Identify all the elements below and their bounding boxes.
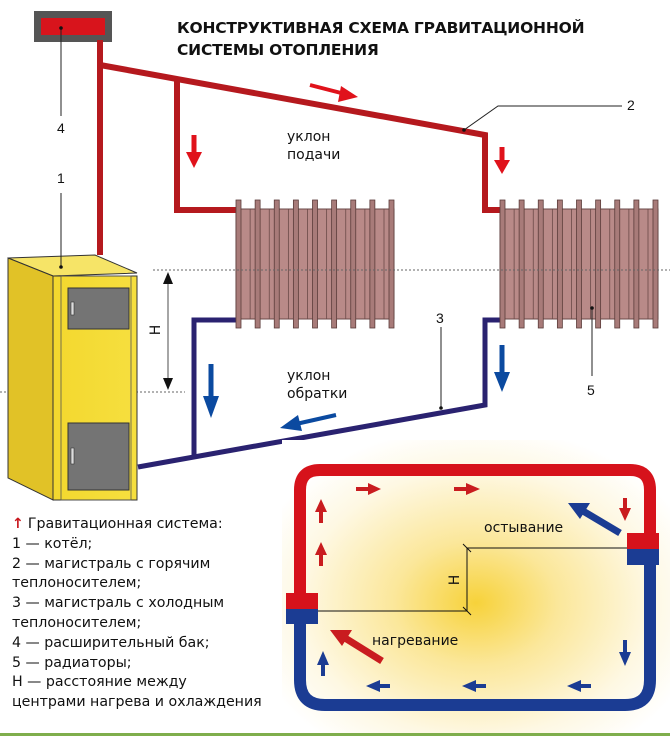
legend-item: центрами нагрева и охлаждения [12, 694, 262, 711]
legend-item: 3 — магистраль с холодным [12, 595, 225, 612]
expansion-tank [34, 11, 112, 42]
heating-label: нагревание [372, 633, 458, 649]
radiator-fin [652, 199, 659, 329]
callout-1: 1 [57, 170, 65, 186]
callout-2: 2 [627, 97, 635, 113]
arrow-up-icon [315, 542, 327, 566]
arrow-right-icon [356, 483, 381, 495]
radiator-fin [537, 199, 544, 329]
radiator-fin [312, 199, 318, 329]
hot-supply-pipe [97, 40, 500, 255]
radiator-fin [614, 199, 621, 329]
legend-header: ↑Гравитационная система: [12, 515, 292, 535]
arrow-down-icon [203, 364, 219, 418]
callout-3: 3 [436, 310, 444, 326]
return-slope-label-line-1: уклон [287, 368, 330, 384]
arrow-down-icon [619, 640, 631, 666]
arrow-down-icon [163, 378, 173, 390]
legend-item: 4 — расширительный бак; [12, 634, 210, 651]
radiator-fin [499, 199, 506, 329]
diagram-title-line-1: КОНСТРУКТИВНАЯ СХЕМА ГРАВИТАЦИОННОЙ [177, 18, 584, 37]
radiator-fin [292, 199, 299, 329]
radiator-fin [254, 199, 261, 329]
arrow-right-icon [309, 83, 358, 102]
radiator-fin [350, 199, 357, 329]
inset-height-measure [318, 543, 627, 616]
supply-flow-arrows [186, 83, 510, 174]
diagram-title-line-2: СИСТЕМЫ ОТОПЛЕНИЯ [177, 41, 379, 59]
bottom-divider [0, 733, 670, 736]
height-label: H [148, 325, 164, 336]
boiler-upper-door [67, 287, 130, 330]
legend-header-text: Гравитационная система: [27, 516, 223, 532]
heating-element [286, 593, 318, 624]
radiator-fin [576, 199, 582, 329]
legend-item: H — расстояние между [12, 674, 187, 691]
legend-item: теплоносителем; [12, 614, 142, 631]
arrow-left-icon [567, 680, 591, 692]
legend-item: теплоносителем; [12, 575, 142, 592]
radiator-fin [518, 199, 525, 329]
hot-loop-pipe [294, 464, 656, 605]
cooling-arrow-icon [568, 503, 622, 537]
cold-return-pipe [137, 317, 500, 470]
return-flow-arrows [203, 345, 510, 431]
supply-slope-label-line-2: подачи [287, 147, 340, 163]
heating-arrow-icon [330, 630, 384, 664]
arrow-up-icon: ↑ [12, 516, 24, 532]
radiator-fin [388, 199, 395, 329]
callout-5: 5 [587, 382, 595, 398]
legend-item: 1 — котёл; [12, 535, 93, 552]
radiator-fin [595, 199, 602, 329]
arrow-left-icon [462, 680, 486, 692]
radiator-fin [273, 199, 280, 329]
callouts [59, 26, 622, 410]
arrow-down-icon [494, 147, 510, 174]
radiator-fin [556, 199, 563, 329]
cooling-element [627, 533, 659, 565]
cooling-label: остывание [484, 520, 563, 536]
arrow-left-icon [280, 413, 337, 431]
cold-loop-pipe [294, 560, 656, 711]
boiler [7, 254, 138, 501]
return-slope-label-line-2: обратки [287, 386, 347, 402]
legend-item: 2 — магистраль с горячим [12, 555, 211, 572]
radiator-fin [331, 199, 338, 329]
radiator-fin [369, 199, 376, 329]
arrow-right-icon [454, 483, 480, 495]
radiator-fin [235, 199, 242, 329]
legend-item: 5 — радиаторы; [12, 654, 132, 671]
radiator-fin [633, 199, 640, 329]
arrow-down-icon [186, 135, 202, 168]
arrow-left-icon [366, 680, 390, 692]
arrow-up-icon [315, 499, 327, 523]
arrow-down-icon [619, 498, 631, 521]
circulation-inset: H остывание нагревание [282, 440, 670, 736]
radiator-left [235, 199, 395, 329]
radiator-right [499, 199, 659, 329]
arrow-up-icon [163, 272, 173, 284]
arrow-down-icon [494, 345, 510, 392]
inset-height-label: H [447, 575, 463, 586]
arrow-up-icon [317, 651, 329, 676]
legend: ↑Гравитационная система: 1 — котёл; 2 — … [12, 515, 292, 713]
supply-slope-label-line-1: уклон [287, 129, 330, 145]
callout-4: 4 [57, 120, 65, 136]
boiler-lower-door [67, 422, 130, 491]
